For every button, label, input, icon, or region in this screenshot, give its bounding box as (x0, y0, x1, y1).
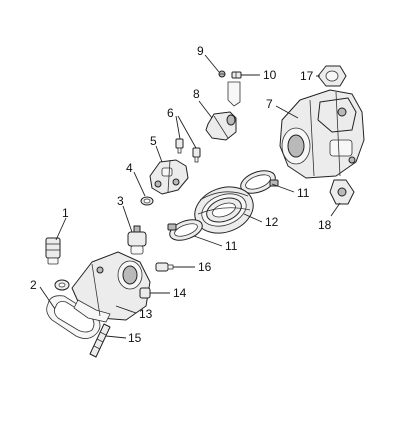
part-10-bolt (231, 71, 242, 79)
callout-18: 18 (318, 218, 332, 232)
callout-8: 8 (193, 87, 200, 101)
callout-10: 10 (263, 68, 277, 82)
leader-13 (115, 305, 137, 314)
part-3-fuel-injector (127, 225, 147, 255)
callout-17: 17 (300, 69, 314, 83)
part-13-intake-manifold (71, 251, 151, 323)
callout-1: 1 (62, 206, 69, 220)
leader-5 (155, 145, 163, 163)
callout-14: 14 (173, 286, 187, 300)
leader-15 (105, 335, 127, 339)
leader-3 (122, 205, 133, 233)
part-18-sensor (329, 179, 355, 205)
callout-11-upper: 11 (297, 186, 310, 200)
part-15-stud (89, 323, 111, 358)
part-1-sensor (45, 237, 61, 265)
leader-6a (175, 115, 181, 140)
part-14-plug (139, 287, 151, 299)
callout-11-lower: 11 (225, 239, 238, 253)
leader-9 (204, 54, 220, 73)
callout-labels: 1 2 3 4 5 6 7 8 9 10 11 11 12 13 14 15 1… (30, 44, 332, 345)
callout-13: 13 (139, 307, 153, 321)
callout-6: 6 (167, 106, 174, 120)
leader-6b (177, 115, 197, 149)
callout-5: 5 (150, 134, 157, 148)
callout-15: 15 (128, 331, 142, 345)
part-6-bolts (175, 138, 201, 163)
part-11-clamp-lower (167, 219, 203, 241)
part-12-intake-boot (194, 186, 254, 234)
callout-7: 7 (266, 97, 273, 111)
part-2-washer (54, 279, 70, 291)
leader-12 (243, 213, 263, 223)
leader-lines (39, 54, 341, 339)
part-7-throttle-body (279, 89, 365, 179)
callout-3: 3 (117, 194, 124, 208)
callout-12: 12 (265, 215, 279, 229)
leader-18 (330, 202, 341, 217)
leader-1 (55, 217, 67, 241)
callout-9: 9 (197, 44, 204, 58)
callout-16: 16 (198, 260, 212, 274)
part-5-fuel-rail (149, 159, 189, 195)
callout-2: 2 (30, 278, 37, 292)
leader-8 (198, 100, 213, 119)
part-11-clamp-upper (240, 170, 279, 194)
leader-11a (271, 183, 295, 193)
callout-4: 4 (126, 161, 133, 175)
part-2-gasket (46, 295, 101, 339)
leader-2 (39, 286, 56, 310)
part-17-cover (317, 65, 347, 87)
leader-11b (193, 235, 223, 247)
part-4-o-ring (140, 196, 154, 206)
leader-7 (275, 105, 299, 119)
leader-4 (133, 171, 146, 197)
part-16-fitting (155, 262, 174, 272)
part-9-screw (218, 70, 226, 78)
part-8-sensor-bracket (205, 81, 241, 141)
